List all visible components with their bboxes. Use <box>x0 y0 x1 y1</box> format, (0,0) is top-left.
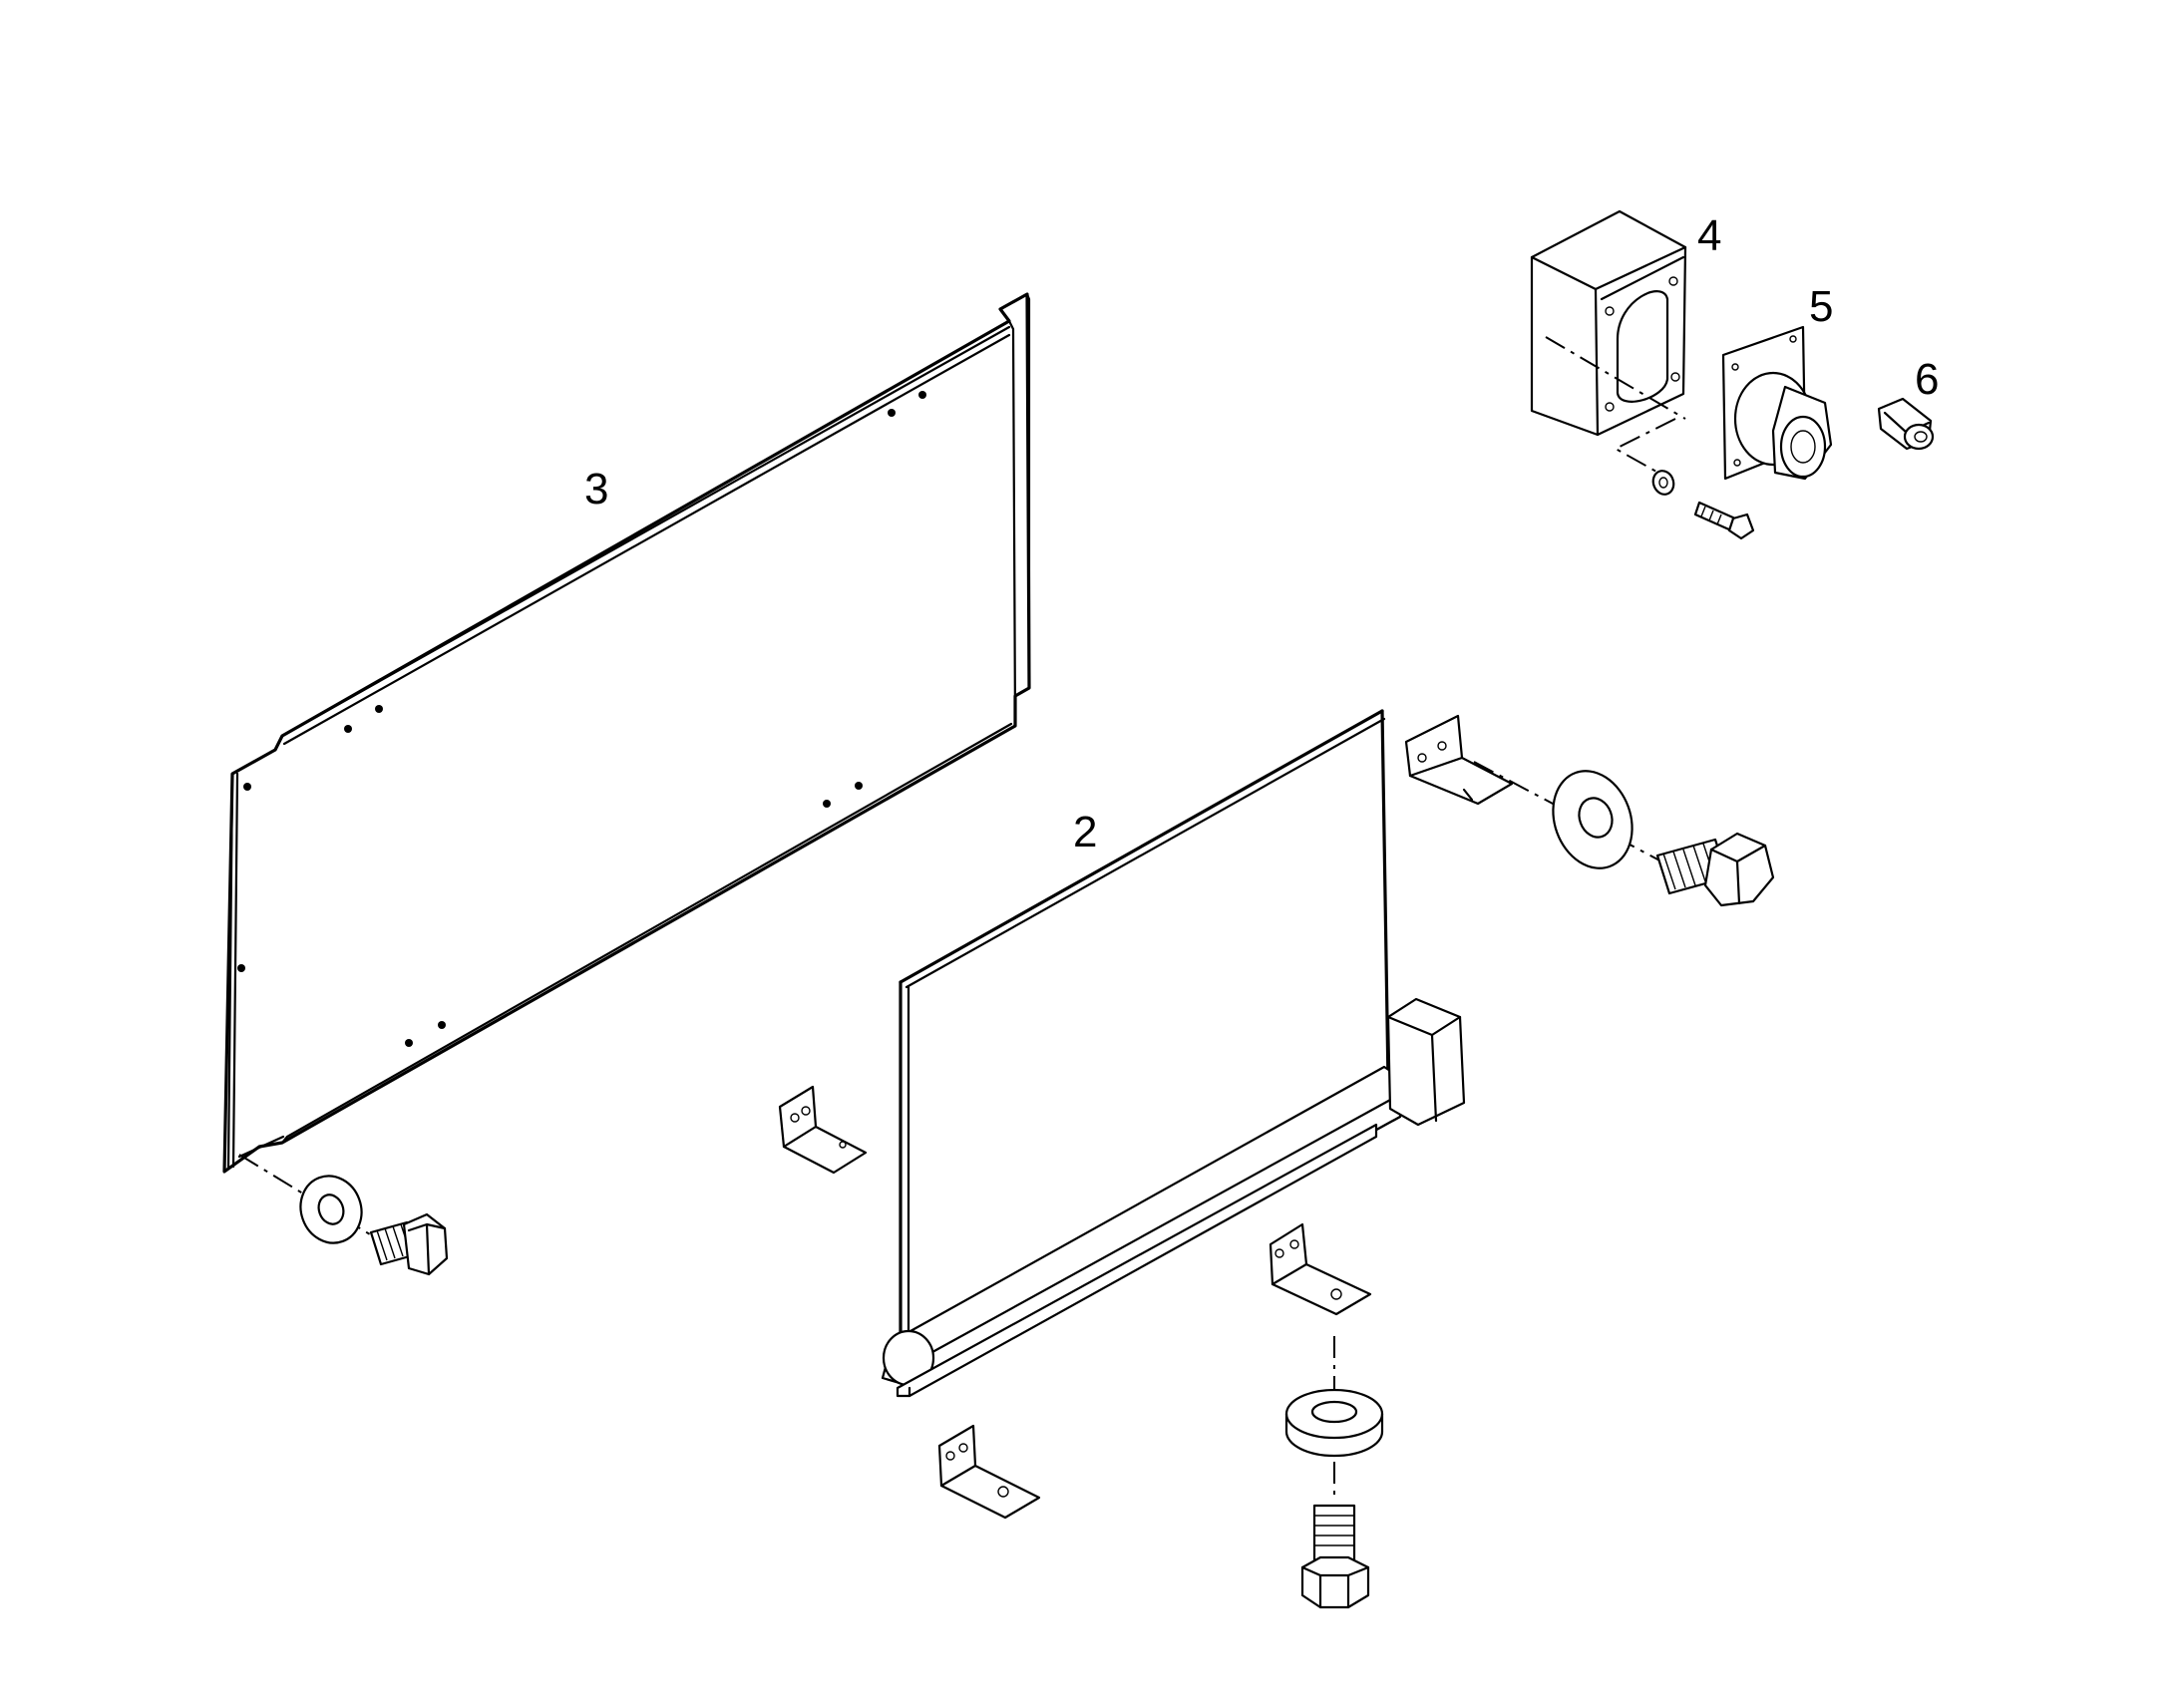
right-fastener <box>1473 761 1775 907</box>
socket-part-5 <box>1721 325 1833 481</box>
housing-part-4 <box>1530 209 1687 478</box>
panel-part-3 <box>222 292 1031 1174</box>
bracket-upper-left <box>778 1085 868 1175</box>
label-part-2: 2 <box>1073 808 1097 856</box>
housing-fastener <box>1651 470 1755 540</box>
plug-part-6 <box>1877 397 1935 451</box>
label-part-5: 5 <box>1809 282 1833 331</box>
bracket-center <box>1269 1222 1372 1316</box>
label-part-4: 4 <box>1697 211 1721 260</box>
bracket-upper-right <box>1404 714 1514 806</box>
panel-3-fastener <box>238 1154 449 1276</box>
blind-part-2 <box>881 709 1466 1398</box>
label-part-6: 6 <box>1915 355 1939 404</box>
center-fastener <box>1284 1336 1384 1609</box>
bracket-lower-left <box>937 1424 1041 1520</box>
label-part-3: 3 <box>584 465 608 513</box>
